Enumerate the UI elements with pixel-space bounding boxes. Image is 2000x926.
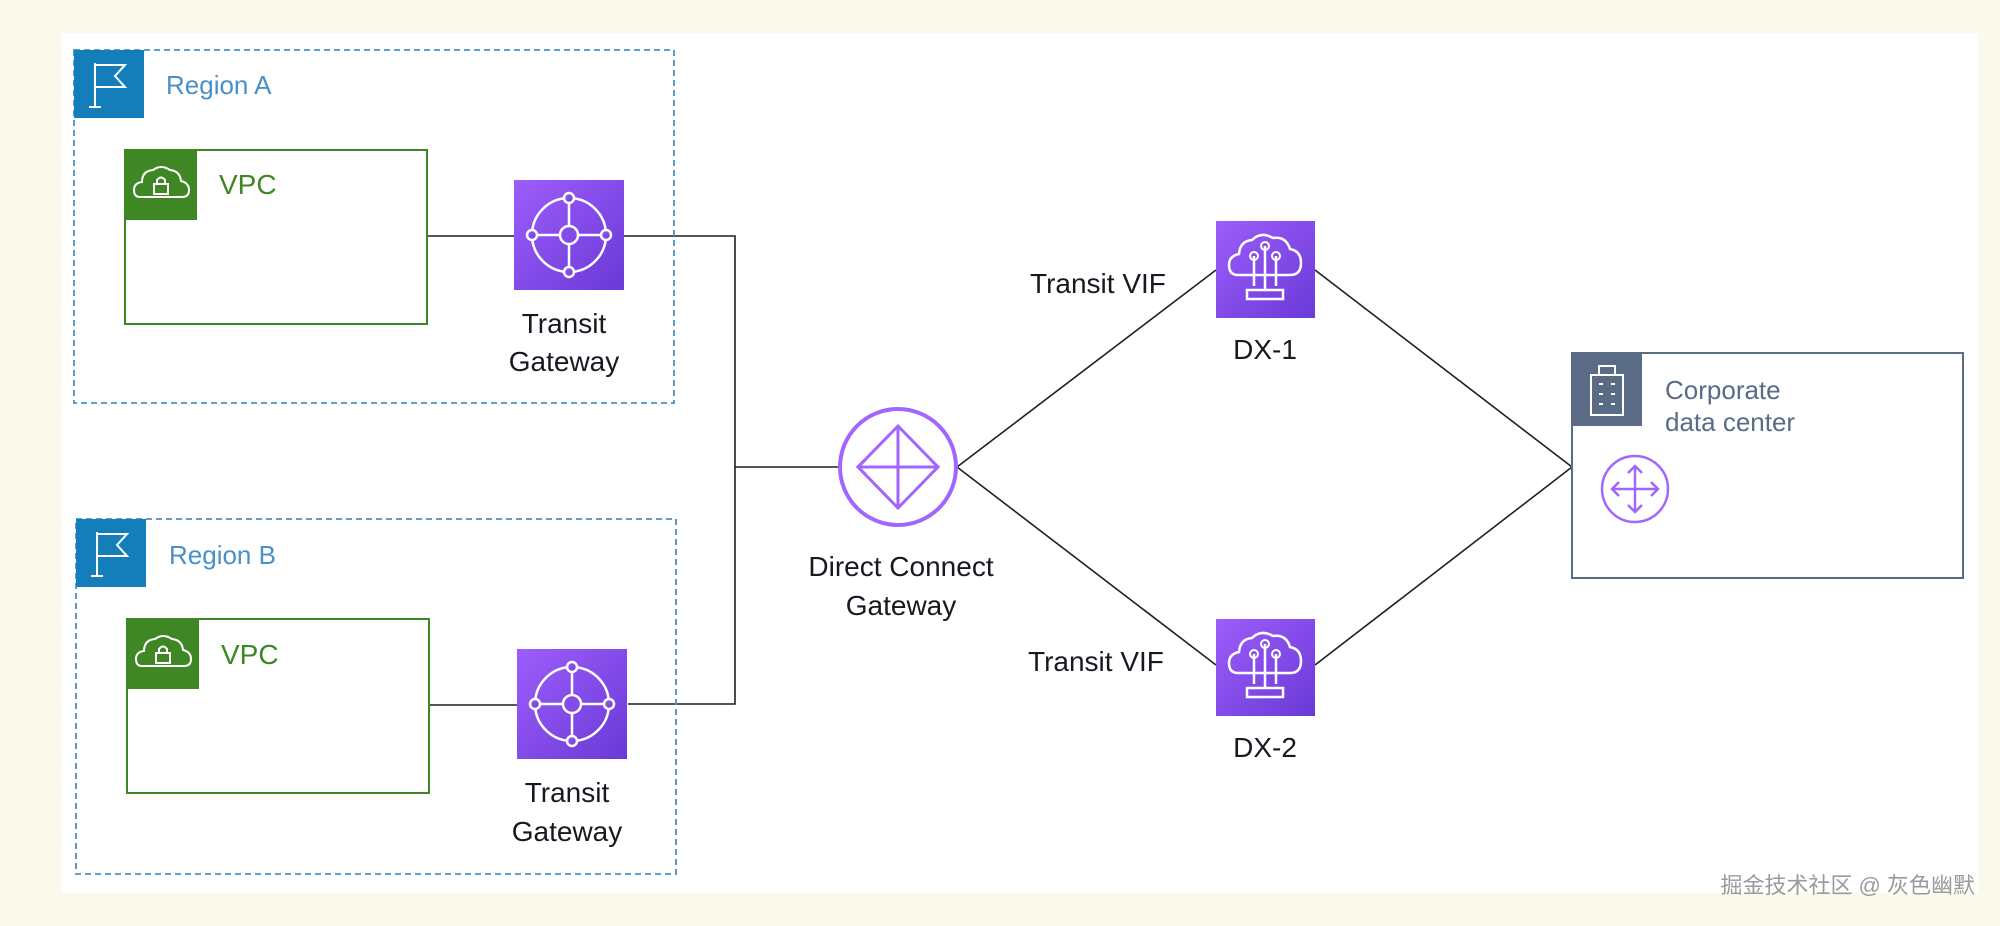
direct-connect-icon [1216, 619, 1315, 716]
direct-connect-gateway-icon [838, 407, 958, 527]
transit-vif-1-label: Transit VIF [1030, 268, 1166, 299]
vpc-cloud-lock-icon [127, 619, 199, 689]
vpc-a-label: VPC [219, 169, 277, 200]
region-b-label: Region B [169, 540, 276, 570]
dx-1-label: DX-1 [1233, 334, 1297, 365]
tgw-a-label-line2: Gateway [509, 346, 620, 377]
building-icon [1572, 353, 1642, 426]
dx1-to-dc-line [1314, 269, 1573, 468]
transit-vif-2-label: Transit VIF [1028, 646, 1164, 677]
corporate-data-center-group: Corporate data center [1571, 352, 1964, 579]
corporate-dc-boundary [1571, 352, 1964, 579]
region-a-group: Region A VPC Tra [73, 49, 675, 404]
region-b-group: Region B VPC Tra [75, 518, 677, 875]
dx2-to-dc-line [1314, 466, 1573, 666]
direct-connect-icon [1216, 221, 1315, 318]
diagram-canvas [61, 33, 1978, 893]
tgw-b-label-line1: Transit [525, 777, 610, 808]
region-a-boundary [73, 49, 675, 404]
dx-1-group: Transit VIF DX-1 [1030, 221, 1315, 365]
direct-connect-gateway-group: Direct Connect Gateway [808, 407, 994, 621]
router-icon [1600, 454, 1670, 524]
region-a-label: Region A [166, 70, 272, 100]
transit-gateway-icon [517, 649, 627, 759]
vpc-b-boundary [126, 618, 430, 794]
vpc-b-label: VPC [221, 639, 279, 670]
corporate-dc-label-line1: Corporate [1665, 375, 1781, 405]
flag-icon [74, 50, 144, 118]
tgw-b-label-line2: Gateway [512, 816, 623, 847]
tgw-a-label-line1: Transit [522, 308, 607, 339]
region-b-boundary [75, 518, 677, 875]
dxgw-to-dx1-line [956, 269, 1217, 468]
vpc-cloud-lock-icon [125, 150, 197, 220]
dx-2-group: Transit VIF DX-2 [1028, 619, 1315, 763]
transit-gateway-icon [514, 180, 624, 290]
dxgw-label-line2: Gateway [846, 590, 957, 621]
connection-lines [427, 235, 1573, 706]
corporate-dc-label-line2: data center [1665, 407, 1795, 437]
flag-icon [76, 519, 146, 587]
vpc-a-boundary [124, 149, 428, 325]
tgw-a-to-trunk-line [624, 235, 736, 705]
dxgw-to-dx2-line [956, 466, 1217, 666]
dxgw-label-line1: Direct Connect [808, 551, 993, 582]
watermark: 掘金技术社区 @ 灰色幽默 [1720, 873, 1975, 898]
dx-2-label: DX-2 [1233, 732, 1297, 763]
